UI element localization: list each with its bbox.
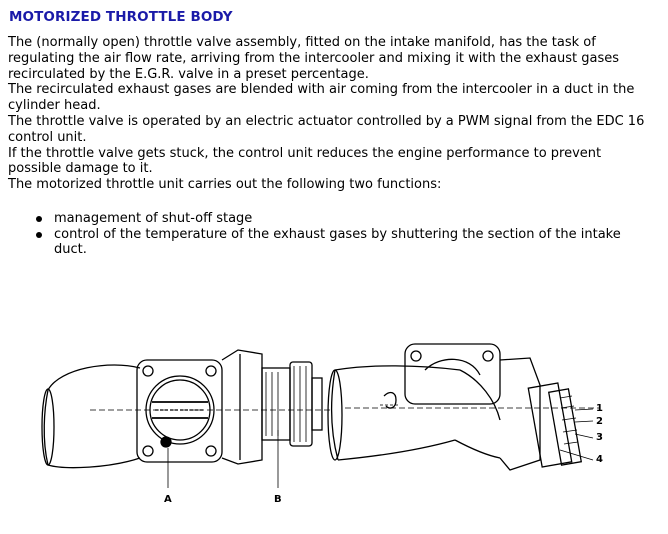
throttle-body-drawing bbox=[41, 343, 600, 488]
label-a: A bbox=[164, 494, 172, 505]
paragraph: The (normally open) throttle valve assem… bbox=[8, 35, 620, 82]
list-item-text: control of the temperature of the exhaus… bbox=[54, 226, 621, 258]
throttle-body-figure: A B 1 2 3 4 bbox=[0, 330, 668, 530]
paragraph: The recirculated exhaust gases are blend… bbox=[8, 82, 635, 114]
body-text: The (normally open) throttle valve assem… bbox=[8, 35, 658, 193]
label-b: B bbox=[274, 494, 282, 505]
paragraph: If the throttle valve gets stuck, the co… bbox=[8, 145, 602, 177]
function-list: management of shut-off stage control of … bbox=[36, 211, 656, 258]
label-1: 1 bbox=[596, 403, 603, 414]
list-item: management of shut-off stage bbox=[36, 211, 656, 227]
list-item: control of the temperature of the exhaus… bbox=[36, 227, 656, 258]
bullet-icon bbox=[36, 231, 42, 238]
paragraph: The motorized throttle unit carries out … bbox=[8, 177, 442, 193]
label-3: 3 bbox=[596, 432, 603, 443]
label-4: 4 bbox=[596, 454, 603, 465]
label-2: 2 bbox=[596, 416, 603, 427]
paragraph: The throttle valve is operated by an ele… bbox=[8, 113, 645, 145]
bullet-icon bbox=[36, 216, 42, 222]
list-item-text: management of shut-off stage bbox=[54, 211, 253, 226]
page-title: MOTORIZED THROTTLE BODY bbox=[9, 9, 233, 25]
